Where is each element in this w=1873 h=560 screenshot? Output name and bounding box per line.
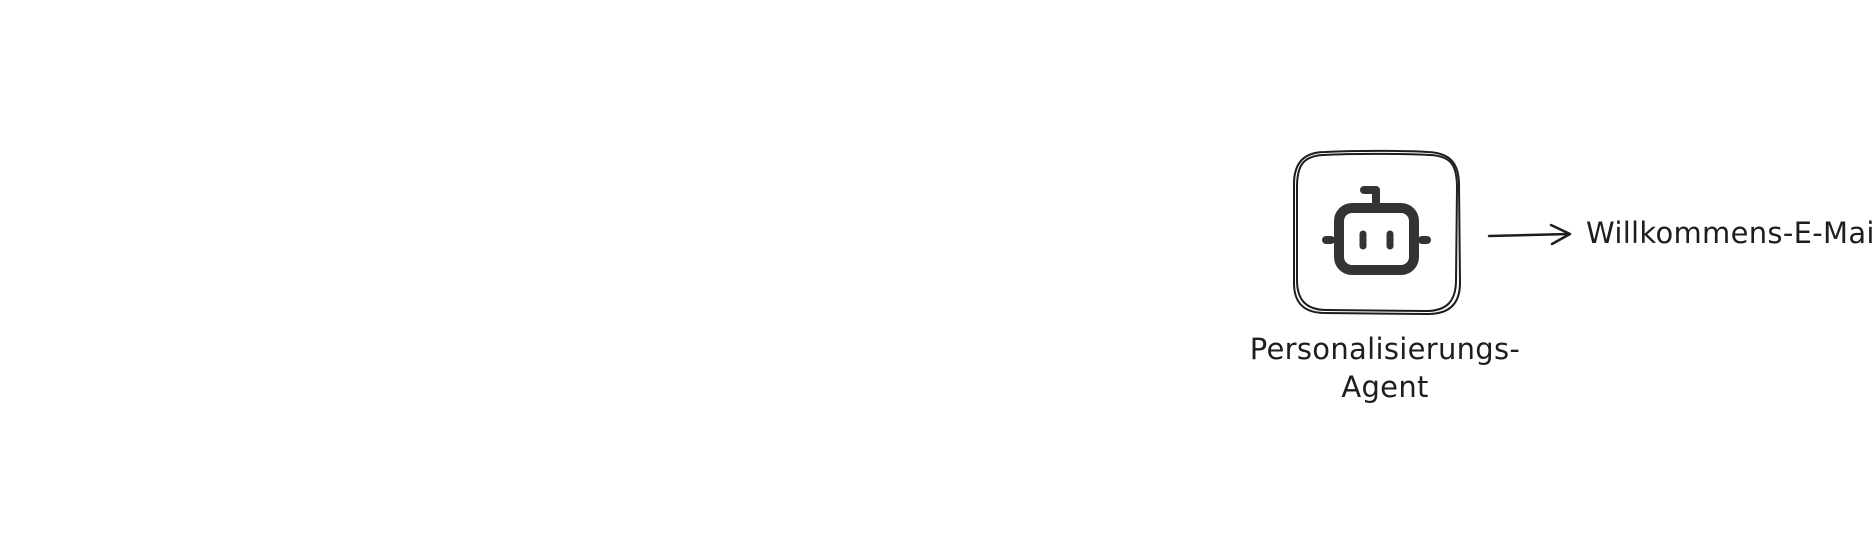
- agent-label-line2: Agent: [1341, 370, 1429, 404]
- flow-arrow: [1487, 223, 1572, 246]
- agent-node-label: Personalisierungs- Agent: [1235, 330, 1535, 406]
- agent-node-frame: [1293, 149, 1462, 316]
- agent-label-line1: Personalisierungs-: [1249, 332, 1521, 366]
- robot-icon: [1322, 186, 1431, 275]
- output-label: Willkommens-E-Mail: [1586, 216, 1873, 250]
